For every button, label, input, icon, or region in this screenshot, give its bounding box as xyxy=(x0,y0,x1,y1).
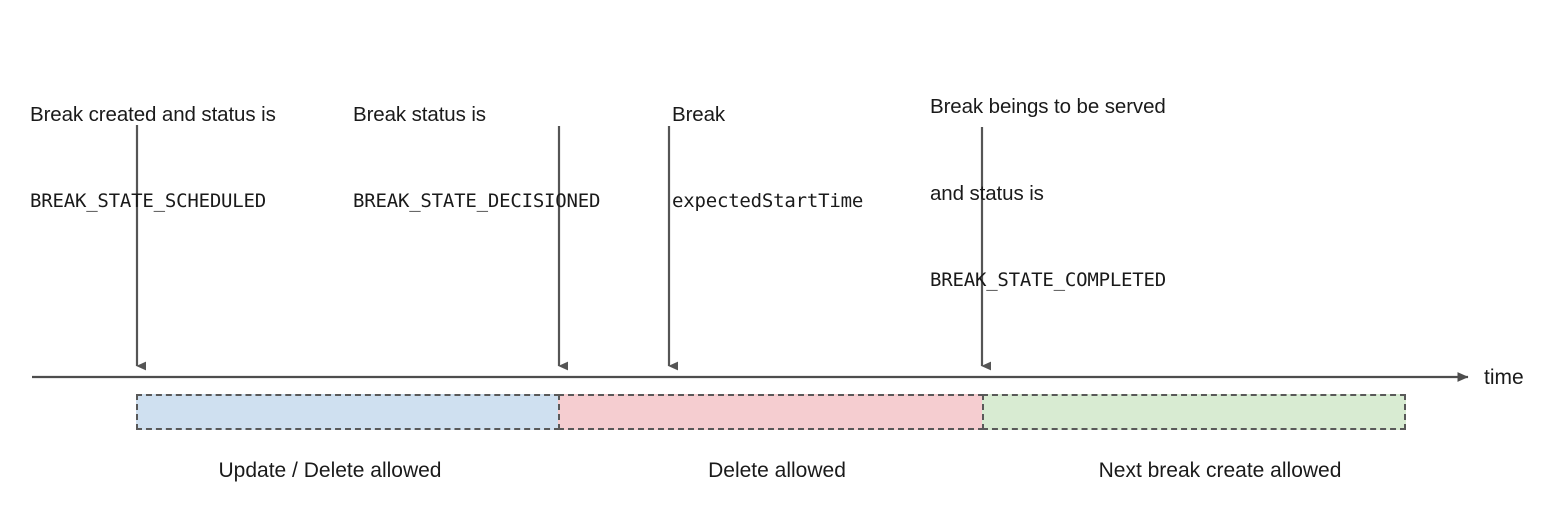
annotation-scheduled-line-2: BREAK_STATE_SCHEDULED xyxy=(30,190,267,212)
segment-update-delete xyxy=(136,394,560,430)
caption-update-delete: Update / Delete allowed xyxy=(218,459,442,482)
annotation-expected-start-time-line-2: expectedStartTime xyxy=(672,190,864,212)
segment-delete xyxy=(558,394,984,430)
annotation-completed-line-1: Break beings to be served xyxy=(930,95,1166,118)
time-axis-label: time xyxy=(1484,366,1524,389)
annotation-scheduled-line-1: Break created and status is xyxy=(30,103,276,126)
annotation-decisioned-line-1: Break status is xyxy=(353,103,486,126)
segment-next-break-create xyxy=(982,394,1406,430)
annotation-expected-start-time-line-1: Break xyxy=(672,103,726,126)
annotation-completed: Break beings to be served and status is … xyxy=(930,34,1166,353)
annotation-scheduled: Break created and status is BREAK_STATE_… xyxy=(30,42,276,274)
annotation-decisioned: Break status is BREAK_STATE_DECISIONED xyxy=(353,42,600,274)
annotation-completed-line-3: BREAK_STATE_COMPLETED xyxy=(930,269,1167,291)
caption-delete: Delete allowed xyxy=(708,459,846,482)
annotation-completed-line-2: and status is xyxy=(930,182,1044,205)
caption-next-break-create: Next break create allowed xyxy=(1098,459,1342,482)
annotation-decisioned-line-2: BREAK_STATE_DECISIONED xyxy=(353,190,601,212)
annotation-expected-start-time: Break expectedStartTime xyxy=(672,42,863,274)
